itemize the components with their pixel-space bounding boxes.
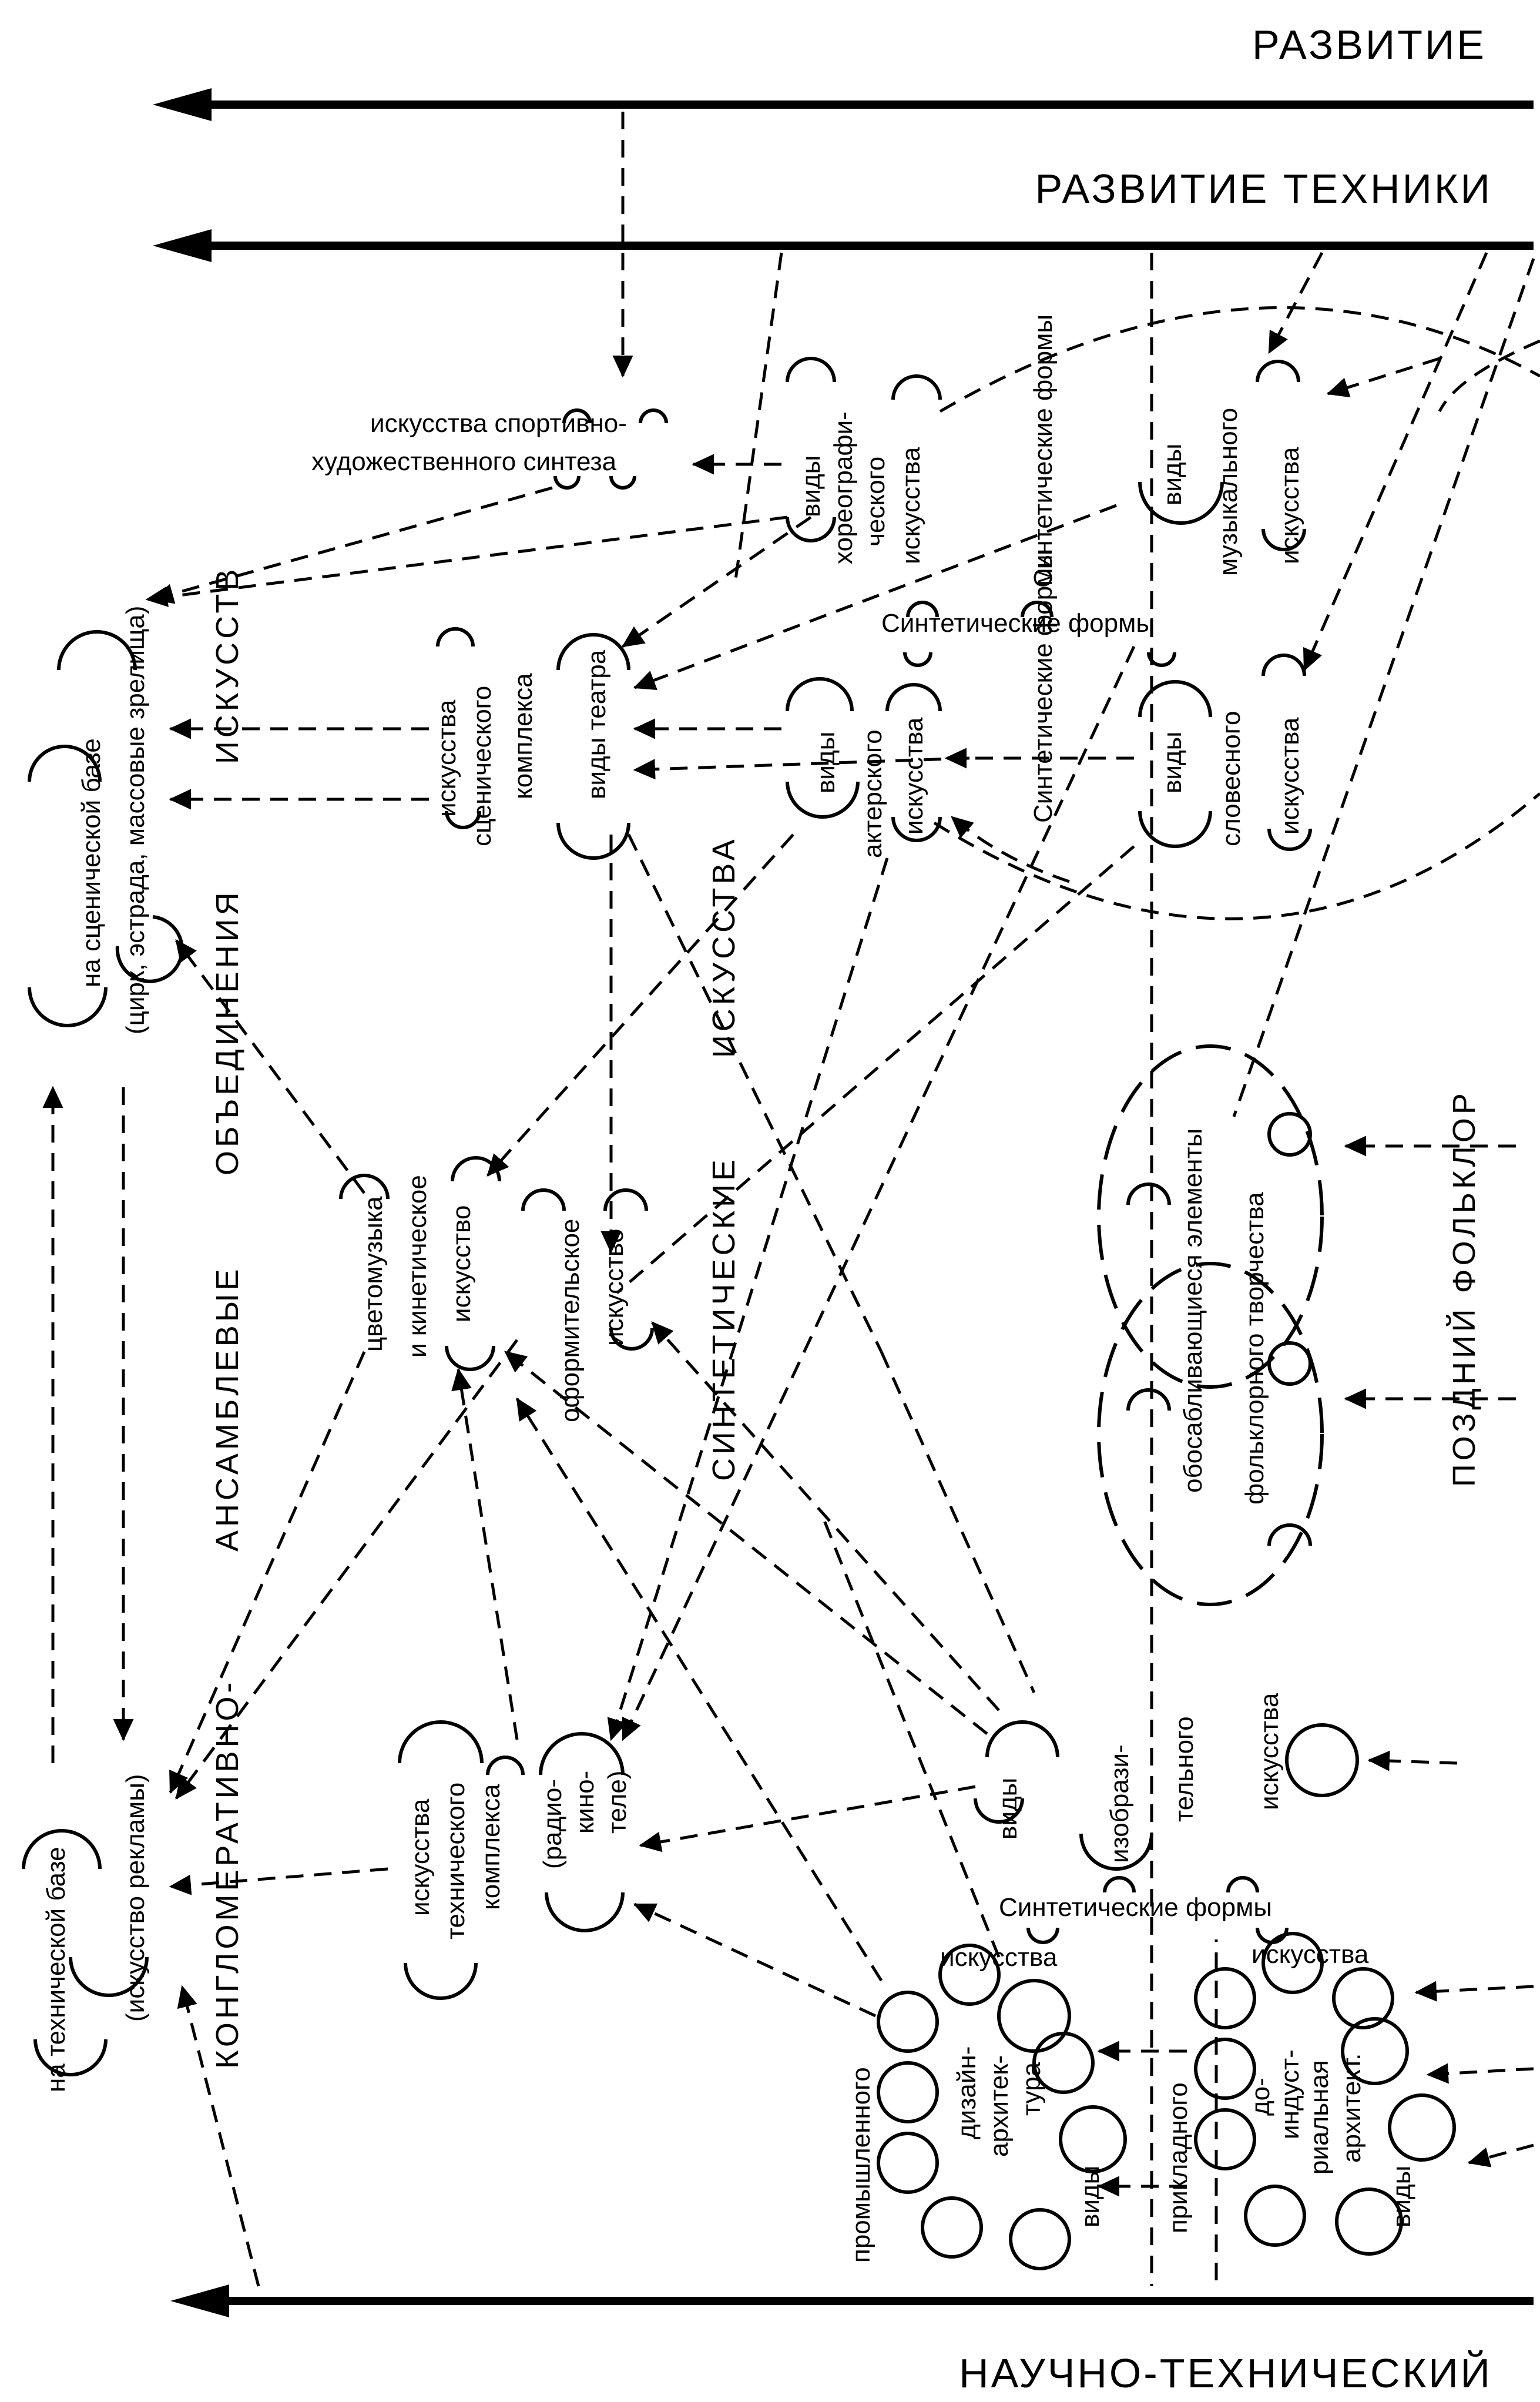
band-label-arts: ИСКУССТВ	[210, 566, 245, 764]
design-label-1: виды	[1076, 2166, 1105, 2227]
applied-label-3: искусства	[1252, 1940, 1369, 1969]
actor-node: виды актерского искусства	[786, 677, 942, 858]
folklore-node: обосабливающиеся элементы фольклорного т…	[1097, 1044, 1324, 1606]
music-verbal-lens	[939, 306, 1540, 413]
band-label-ensemble-union: ОБЪЕДИНЕНИЯ	[210, 889, 245, 1175]
stage-base-label: на сценической базе	[77, 738, 106, 987]
media-node: (радио- кино- теле)	[538, 1732, 632, 1932]
verbal-node: виды словесного искусства	[1138, 654, 1312, 851]
choreography-node: виды хореографи- ческого искусства	[786, 357, 942, 564]
applied-label-2: прикладного	[1164, 2082, 1193, 2233]
tech-base-label: на технической базе	[42, 1847, 71, 2092]
stage-complex-label-3: комплекса	[509, 673, 538, 799]
industrial-art-node: виды промышленного искусства дизайн- арх…	[847, 1943, 1127, 2270]
sport-label-1: искусства спортивно-	[370, 409, 627, 438]
arrow-left-icon	[153, 229, 212, 262]
colormusic-label-1: цветомузыка	[359, 1196, 388, 1352]
arrow-left-icon	[153, 88, 212, 121]
music-label-3: искусства	[1276, 447, 1304, 564]
band-label-synthetic-arts: ИСКУССТВА	[706, 836, 742, 1058]
design-inner-1: дизайн-	[952, 2046, 981, 2139]
applied-inner-1: до-	[1246, 2078, 1275, 2116]
arrow-left-icon	[170, 2284, 229, 2317]
verbal-label-2: словесного	[1217, 711, 1246, 846]
late-folklore-label: ПОЗДНИЙ ФОЛЬКЛОР	[1446, 1090, 1482, 1487]
colormusic-label-3: искусство	[447, 1205, 476, 1322]
choreo-label-1: виды	[797, 455, 826, 517]
synthetic-forms-actor: Синтетические формы	[1029, 550, 1058, 823]
choreo-label-2: хореографи-	[829, 411, 858, 564]
connectors	[42, 112, 1535, 2287]
stage-base-node: на сценической базе (цирк, эстрада, масс…	[28, 606, 184, 1034]
music-label-1: виды	[1158, 444, 1187, 505]
visual-label-2: изобрази-	[1105, 1744, 1134, 1863]
stage-complex-label-1: искусства	[432, 699, 461, 817]
decor-node: оформительское искусство	[521, 1188, 654, 1422]
visual-label-1: виды	[994, 1778, 1022, 1840]
design-label-3: искусства	[940, 1943, 1058, 1972]
synthetic-forms-top: Синтетические формы	[1029, 314, 1058, 588]
actor-label-2: актерского	[858, 729, 887, 858]
colormusic-label-2: и кинетическое	[403, 1175, 432, 1358]
decor-label-2: искусство	[600, 1229, 629, 1346]
music-label-2: музыкального	[1214, 408, 1243, 576]
sport-label-2: художественного синтеза	[311, 447, 617, 476]
axis-arrows	[153, 88, 1534, 2317]
colormusic-node: цветомузыка и кинетическое искусство	[339, 1156, 501, 1371]
actor-label-3: искусства	[900, 717, 928, 835]
synthetic-forms-mid: Синтетические формы	[881, 609, 1155, 638]
theatre-label: виды театра	[582, 649, 611, 799]
media-label-2: кино-	[571, 1771, 599, 1834]
choreo-label-3: ческого	[861, 457, 890, 547]
band-label-synthetic: СИНТЕТИЧЕСКИЕ	[706, 1156, 742, 1481]
tech-complex-node: искусства технического комплекса	[398, 1720, 525, 2000]
tech-base-sublabel: (искусство рекламы)	[121, 1774, 150, 2022]
visual-label-4: искусства	[1255, 1693, 1284, 1810]
header-scientific: НАУЧНО-ТЕХНИЧЕСКИЙ	[959, 2350, 1492, 2396]
header-development: РАЗВИТИЕ	[1252, 22, 1487, 68]
decor-label-1: оформительское	[556, 1219, 585, 1422]
choreo-label-4: искусства	[897, 447, 925, 564]
stage-complex-node: искусства сценического комплекса	[432, 627, 538, 846]
applied-inner-2: индуст-	[1276, 2049, 1304, 2139]
media-label-3: теле)	[603, 1771, 632, 1834]
applied-art-node: виды прикладного искусства до- индуст- р…	[1164, 1932, 1456, 2256]
folklore-label-1: обосабливающиеся элементы	[1179, 1128, 1207, 1493]
applied-inner-3: риальная	[1305, 2060, 1334, 2175]
applied-inner-4: архитект.	[1337, 2053, 1366, 2163]
tech-complex-label-3: комплекса	[477, 1784, 505, 1910]
synthetic-forms-bottom: Синтетические формы	[999, 1893, 1272, 1922]
verbal-label-1: виды	[1158, 732, 1187, 793]
tech-complex-label-1: искусства	[406, 1798, 435, 1916]
design-label-2: промышленного	[847, 2067, 875, 2263]
applied-label-1: виды	[1387, 2166, 1416, 2227]
music-node: виды музыкального искусства	[1138, 360, 1306, 576]
media-label-1: (радио-	[538, 1779, 567, 1869]
visual-label-3: тельного	[1170, 1716, 1199, 1822]
tech-complex-label-2: технического	[441, 1783, 470, 1939]
theatre-node: виды театра	[556, 633, 630, 860]
band-label-conglomerate: КОНГЛОМЕРАТИВНО-	[210, 1679, 245, 2069]
verbal-label-3: искусства	[1276, 717, 1304, 835]
band-label-ensemble: АНСАМБЛЕВЫЕ	[210, 1265, 245, 1552]
stage-complex-label-2: сценического	[468, 686, 496, 846]
visual-arts-node: виды изобрази- тельного искусства	[974, 1693, 1359, 1871]
header-tech-development: РАЗВИТИЕ ТЕХНИКИ	[1035, 166, 1493, 212]
design-inner-3: тура	[1017, 2062, 1046, 2116]
stage-base-sublabel: (цирк, эстрада, массовые зрелища)	[121, 606, 150, 1034]
design-inner-2: архитек-	[985, 2055, 1014, 2157]
folklore-label-2: фольклорного творчества	[1240, 1192, 1269, 1505]
sport-synthesis-node: искусства спортивно- художественного син…	[311, 408, 668, 490]
tech-base-node: на технической базе (искусство рекламы)	[22, 1774, 150, 2092]
